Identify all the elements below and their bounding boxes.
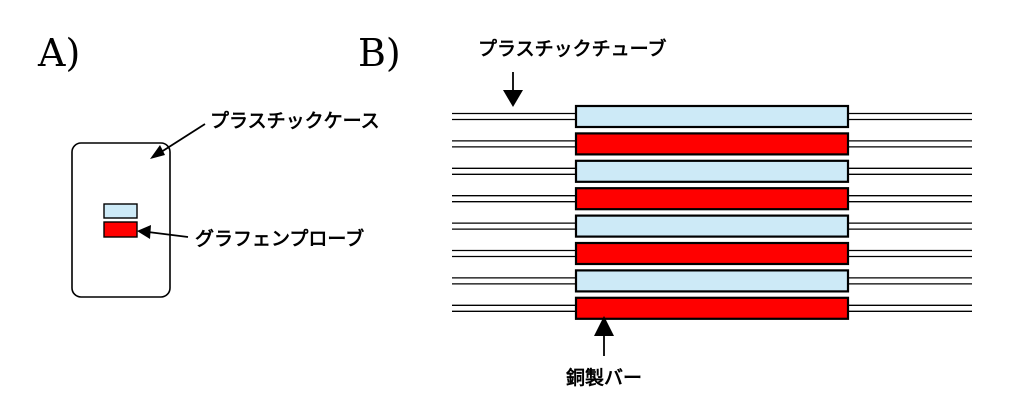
graphene-probe-label: グラフェンプローブ xyxy=(195,227,364,250)
probe-copper-block xyxy=(103,221,138,238)
plastic-case-label: プラスチックケース xyxy=(210,109,380,132)
probe-graphene-block xyxy=(103,203,138,219)
case-arrowhead xyxy=(150,145,165,159)
copper-bar xyxy=(574,187,850,211)
graphene-bar xyxy=(574,104,850,129)
tube-rows xyxy=(452,104,972,320)
plastic-tube-label: プラスチックチューブ xyxy=(478,37,666,60)
probe-arrowhead xyxy=(137,225,151,239)
probe-arrow-line xyxy=(147,231,189,238)
tube-arrowhead xyxy=(503,90,523,107)
graphene-bar xyxy=(574,214,850,238)
plastic-case xyxy=(71,142,171,298)
case-arrow xyxy=(157,123,206,155)
bar-arrowhead xyxy=(594,316,614,336)
copper-bar xyxy=(574,241,850,266)
copper-bar-label: 銅製バー xyxy=(566,366,642,389)
panel-a-label: A) xyxy=(37,31,80,75)
graphene-bar xyxy=(574,159,850,183)
copper-bar xyxy=(574,296,850,320)
copper-bar xyxy=(574,132,850,156)
panel-b-label: B) xyxy=(358,31,401,75)
graphene-bar xyxy=(574,269,850,293)
